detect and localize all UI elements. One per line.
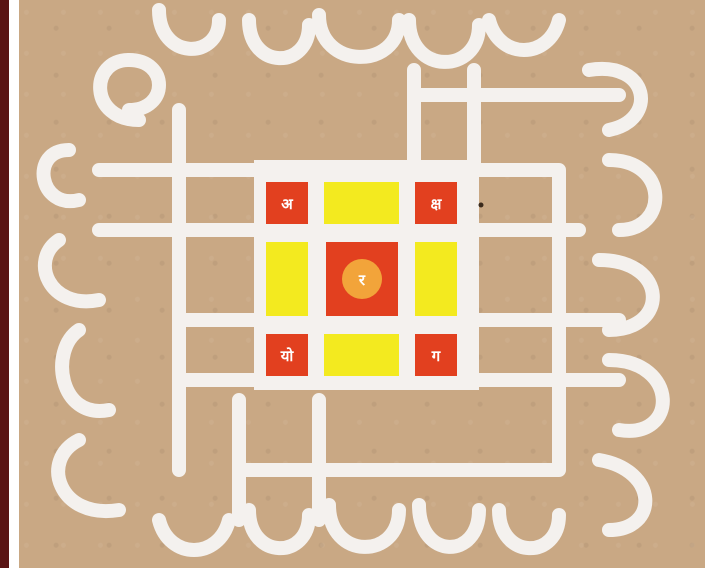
label-top-right: क्ष <box>431 195 443 213</box>
white-gap <box>9 0 19 568</box>
yantra-artwork: अ क्ष यो ग र <box>19 0 705 568</box>
label-bottom-right: ग <box>431 347 441 365</box>
left-border-strip <box>0 0 9 568</box>
label-center: र <box>358 271 366 289</box>
yellow-cell-top <box>324 182 399 224</box>
yellow-cell-right <box>415 242 457 316</box>
label-top-left: अ <box>281 195 293 213</box>
label-bottom-left: यो <box>280 347 295 365</box>
yellow-cell-left <box>266 242 308 316</box>
yantra-svg: अ क्ष यो ग र <box>19 0 705 568</box>
speck <box>479 203 484 208</box>
yellow-cell-bottom <box>324 334 399 376</box>
